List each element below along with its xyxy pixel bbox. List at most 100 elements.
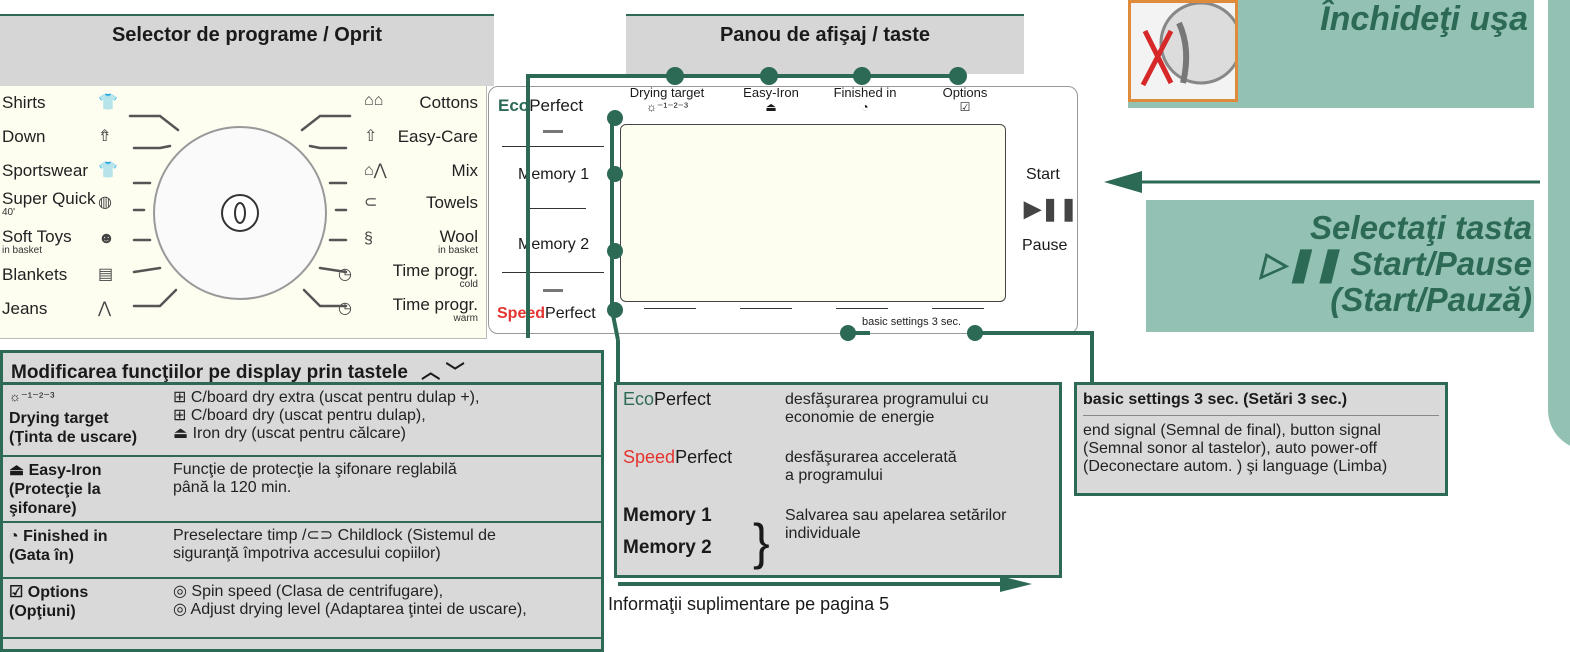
program-item-shirts[interactable]: Shirts 👕 [2, 90, 132, 120]
basic-settings-title: basic settings 3 sec. (Setări 3 sec.) [1083, 391, 1439, 416]
indicator-line [740, 308, 792, 309]
eco-indicator [543, 130, 563, 133]
program-item-easy-care[interactable]: ⇧Easy-Care [330, 124, 480, 156]
function-desc: Preselectare timp /⊂⊃ Childlock (Sistemu… [173, 527, 496, 562]
speedperfect-key[interactable]: SpeedPerfect [497, 305, 596, 323]
program-item-wool-in basket[interactable]: § Woolin basket [330, 228, 480, 260]
function-row: ◔ Finished in (Gata în) Preselectare timp… [3, 523, 601, 579]
key-icon: ☼⁻¹⁻²⁻³ [646, 100, 688, 114]
function-label: ☑ Options (Opţiuni) [9, 584, 89, 620]
functions-title: Modificarea funcţiilor pe display prin t… [11, 362, 408, 383]
speed-label: Speed [623, 447, 676, 467]
start-pause-button[interactable]: ▶❚❚ [1024, 196, 1078, 221]
program-dial[interactable] [120, 88, 360, 338]
key-easy-iron[interactable]: Easy-Iron⏏ [726, 85, 816, 115]
program-item-time-progr--cold[interactable]: ◷Time progr.cold [330, 262, 480, 294]
function-desc: ⊞ C/board dry extra (uscat pentru dulap … [173, 389, 480, 442]
soft-toys-icon: ☻ [98, 230, 115, 247]
basic-settings-key-label[interactable]: basic settings 3 sec. [862, 316, 962, 328]
select-key-line1: Selectaţi tasta [1310, 209, 1532, 246]
program-item-cottons[interactable]: ⌂⌂Cottons [330, 90, 480, 122]
program-item-blankets[interactable]: Blankets▤ [2, 262, 132, 292]
select-key-line3: (Start/Pauză) [1330, 281, 1532, 318]
key-finished-in[interactable]: Finished in◔ [820, 86, 910, 115]
functions-title-bar: Modificarea funcţiilor pe display prin t… [3, 353, 601, 385]
program-item-jeans[interactable]: Jeans⋀ [2, 296, 132, 326]
basic-settings-desc: end signal (Semnal de final), button sig… [1083, 422, 1388, 475]
function-desc: Funcţie de protecţie la şifonare reglabi… [173, 461, 457, 496]
key-icon: ⏏ [765, 100, 777, 114]
ecoperfect-key[interactable]: EcoPerfect [498, 96, 583, 116]
program-sublabel: in basket [437, 245, 478, 256]
program-label: Time progr. [392, 295, 478, 314]
start-label: Start [1026, 166, 1060, 183]
speed-desc: desfăşurarea accelerată a programului [785, 449, 957, 484]
perfect-label: Perfect [654, 389, 712, 409]
key-options[interactable]: Options☑ [920, 85, 1010, 115]
perfect-label: Perfect [545, 305, 596, 322]
display-panel-title: Panou de afişaj / taste [719, 24, 931, 46]
arrow-down-icon: ﹀ [445, 362, 465, 383]
program-label: Shirts [2, 93, 46, 112]
wool-icon: § [364, 230, 373, 247]
divider [530, 208, 586, 209]
function-label: ⏏ Easy-Iron (Protecţie la şifonare) [9, 462, 102, 517]
sportswear-icon: 👕 [98, 162, 118, 179]
program-sublabel: cold [459, 279, 478, 290]
speed-label: Speed [497, 305, 546, 322]
mid-speedperfect: SpeedPerfect [623, 447, 732, 468]
arrow-up-icon: ︿ [421, 362, 441, 383]
program-sublabel: 40' [2, 207, 16, 218]
pause-label: Pause [1022, 237, 1068, 254]
program-label: Down [2, 127, 46, 146]
program-item-down[interactable]: Down ⇮ [2, 124, 132, 154]
function-name: ◔ Finished in (Gata în) [9, 527, 167, 565]
program-item-sportswear[interactable]: Sportswear 👕 [2, 158, 132, 188]
eco-label: Eco [623, 389, 655, 409]
memory-desc: Salvarea sau apelarea setărilor individu… [785, 507, 1007, 542]
shirt-icon: 👕 [98, 94, 118, 111]
program-label: Wool [439, 227, 478, 246]
mid-ecoperfect: EcoPerfect [623, 389, 711, 410]
memory1-key[interactable]: Memory 1 [518, 166, 590, 183]
down-icon: ⇮ [98, 128, 112, 145]
cottons-icon: ⌂⌂ [364, 92, 384, 109]
door-open-icon [1140, 1, 1243, 87]
memory2-key[interactable]: Memory 2 [518, 236, 590, 253]
select-key-panel [1146, 200, 1534, 332]
program-label: Sportswear [2, 161, 88, 180]
program-item-time-progr--warm[interactable]: ◷ Time progr.warm [330, 296, 480, 328]
select-key-line2: ▷❚❚ Start/Pause [1260, 245, 1532, 282]
program-label: Jeans [2, 299, 48, 318]
speed-indicator [543, 289, 563, 292]
clock-icon: ◷ [338, 300, 352, 317]
program-sublabel: warm [453, 313, 478, 324]
indicator-line [836, 308, 888, 309]
key-label: Easy-Iron [743, 85, 799, 100]
divider [502, 272, 604, 273]
program-item-mix[interactable]: ⌂⋀Mix [330, 158, 480, 190]
brace-icon: } [753, 514, 770, 570]
function-label: Drying target (Ţinta de uscare) [9, 410, 138, 446]
function-name: ☑ Options (Opţiuni) [9, 583, 167, 621]
key-label: Options [942, 85, 988, 100]
program-label: Soft Toys [2, 227, 72, 246]
mid-memory2: Memory 2 [623, 537, 712, 558]
function-row: ☑ Options (Opţiuni)◎ Spin speed (Clasa d… [3, 579, 601, 639]
key-icon: ◔ [861, 100, 869, 114]
key-drying-target[interactable]: Drying target☼⁻¹⁻²⁻³ [622, 86, 712, 115]
program-item-towels[interactable]: ⊂Towels [330, 190, 480, 222]
towels-icon: ⊂ [364, 194, 378, 211]
program-sublabel: in basket [2, 245, 43, 256]
function-label: ◔ Finished in (Gata în) [9, 528, 108, 564]
program-label: Easy-Care [397, 127, 478, 146]
function-row: ⏏ Easy-Iron (Protecţie la şifonare) Funcţ… [3, 457, 601, 523]
program-label: Super Quick [2, 189, 96, 208]
basic-settings-box: basic settings 3 sec. (Setări 3 sec.) en… [1074, 382, 1448, 496]
program-selector-title: Selector de programe / Oprit [111, 24, 383, 46]
